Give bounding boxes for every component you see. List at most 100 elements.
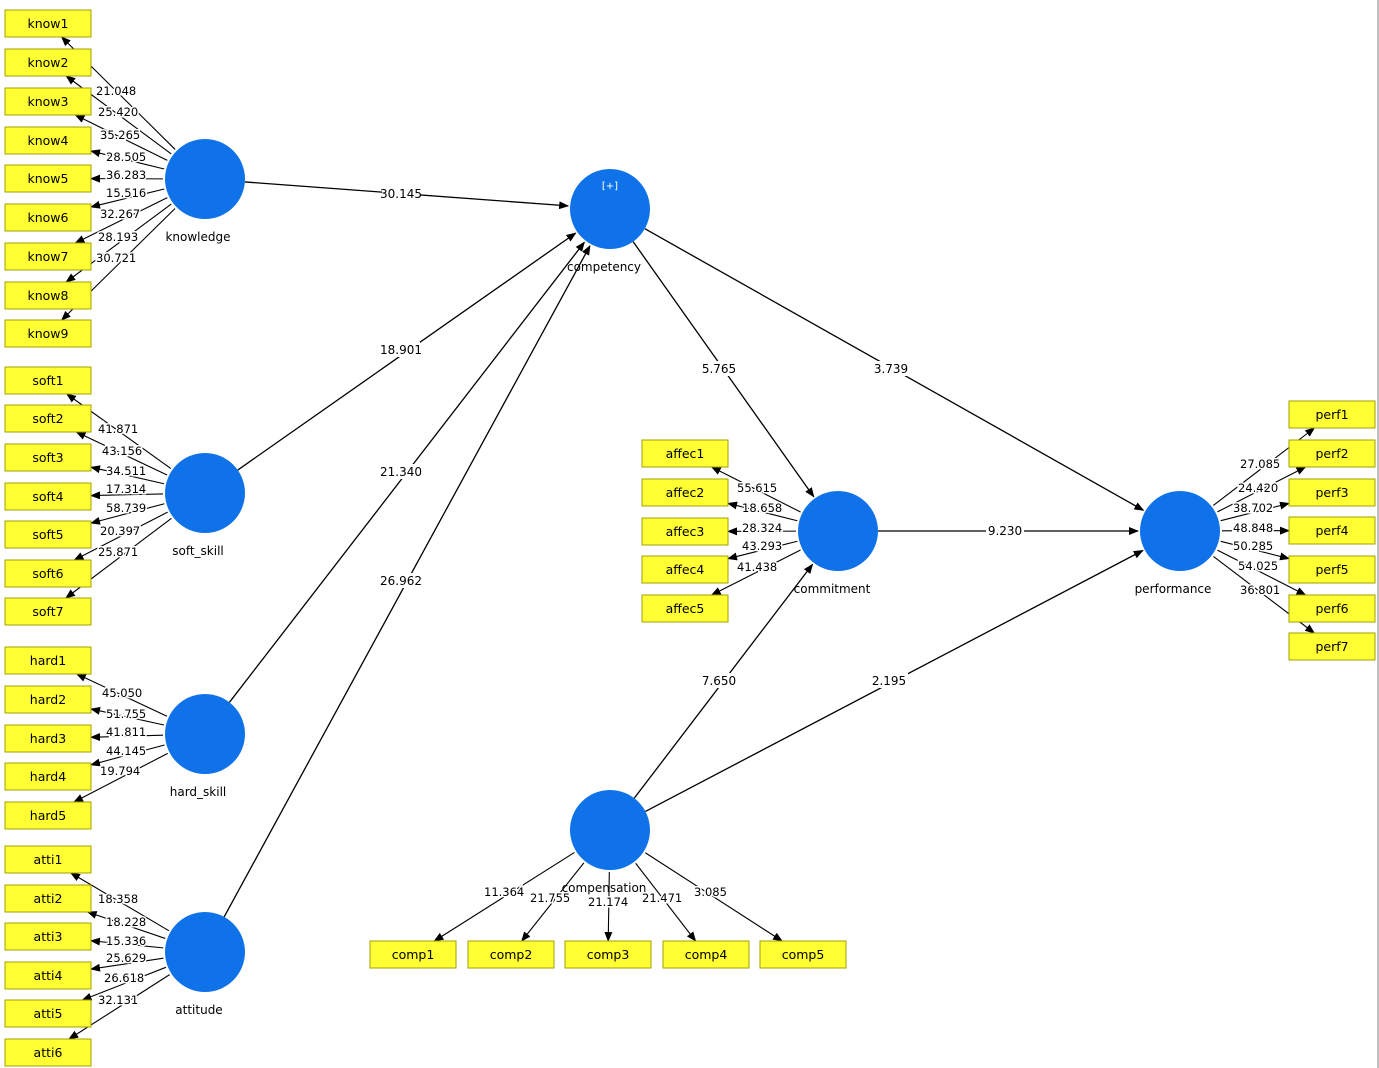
indicator-affec3[interactable]: affec3 [641,517,729,546]
indicator-perf6[interactable]: perf6 [1288,594,1376,623]
indicator-hard5[interactable]: hard5 [4,801,92,830]
indicator-box[interactable] [4,366,92,395]
construct-circle[interactable] [570,169,650,249]
indicator-atti6[interactable]: atti6 [4,1038,92,1067]
indicator-box[interactable] [4,48,92,77]
indicator-box[interactable] [4,1038,92,1067]
construct-hard_skill[interactable] [165,694,245,774]
indicator-box[interactable] [4,845,92,874]
indicator-box[interactable] [4,597,92,626]
indicator-box[interactable] [1288,516,1376,545]
indicator-box[interactable] [1288,400,1376,429]
indicator-box[interactable] [1288,478,1376,507]
indicator-atti3[interactable]: atti3 [4,922,92,951]
expand-badge[interactable]: [+] [602,181,618,192]
indicator-comp3[interactable]: comp3 [564,940,652,969]
construct-circle[interactable] [165,139,245,219]
indicator-soft5[interactable]: soft5 [4,520,92,549]
indicator-box[interactable] [4,724,92,753]
indicator-box[interactable] [4,164,92,193]
indicator-box[interactable] [4,126,92,155]
indicator-box[interactable] [4,520,92,549]
indicator-box[interactable] [662,940,750,969]
indicator-box[interactable] [641,517,729,546]
construct-circle[interactable] [165,453,245,533]
construct-circle[interactable] [1140,491,1220,571]
indicator-comp4[interactable]: comp4 [662,940,750,969]
construct-circle[interactable] [165,912,245,992]
indicator-know4[interactable]: know4 [4,126,92,155]
indicator-box[interactable] [4,646,92,675]
indicator-box[interactable] [4,961,92,990]
indicator-box[interactable] [641,439,729,468]
indicator-box[interactable] [4,242,92,271]
indicator-box[interactable] [1288,632,1376,661]
indicator-affec1[interactable]: affec1 [641,439,729,468]
indicator-know3[interactable]: know3 [4,87,92,116]
construct-commitment[interactable] [798,491,878,571]
indicator-know7[interactable]: know7 [4,242,92,271]
indicator-affec4[interactable]: affec4 [641,555,729,584]
construct-soft_skill[interactable] [165,453,245,533]
indicator-soft1[interactable]: soft1 [4,366,92,395]
indicator-comp5[interactable]: comp5 [759,940,847,969]
indicator-box[interactable] [369,940,457,969]
construct-knowledge[interactable] [165,139,245,219]
indicator-box[interactable] [4,404,92,433]
indicator-perf7[interactable]: perf7 [1288,632,1376,661]
indicator-soft3[interactable]: soft3 [4,443,92,472]
indicator-box[interactable] [4,319,92,348]
indicator-box[interactable] [4,443,92,472]
indicator-box[interactable] [4,685,92,714]
indicator-box[interactable] [4,801,92,830]
indicator-box[interactable] [4,762,92,791]
indicator-soft4[interactable]: soft4 [4,482,92,511]
indicator-atti4[interactable]: atti4 [4,961,92,990]
construct-performance[interactable] [1140,491,1220,571]
indicator-box[interactable] [1288,555,1376,584]
construct-circle[interactable] [570,790,650,870]
indicator-hard2[interactable]: hard2 [4,685,92,714]
indicator-know6[interactable]: know6 [4,203,92,232]
construct-attitude[interactable] [165,912,245,992]
indicator-box[interactable] [641,555,729,584]
indicator-hard1[interactable]: hard1 [4,646,92,675]
indicator-box[interactable] [4,9,92,38]
construct-circle[interactable] [798,491,878,571]
indicator-know1[interactable]: know1 [4,9,92,38]
indicator-atti1[interactable]: atti1 [4,845,92,874]
indicator-box[interactable] [4,559,92,588]
indicator-box[interactable] [4,203,92,232]
indicator-perf1[interactable]: perf1 [1288,400,1376,429]
indicator-soft7[interactable]: soft7 [4,597,92,626]
indicator-box[interactable] [4,281,92,310]
indicator-comp2[interactable]: comp2 [467,940,555,969]
indicator-know5[interactable]: know5 [4,164,92,193]
indicator-atti2[interactable]: atti2 [4,884,92,913]
indicator-perf5[interactable]: perf5 [1288,555,1376,584]
indicator-soft2[interactable]: soft2 [4,404,92,433]
indicator-hard4[interactable]: hard4 [4,762,92,791]
indicator-hard3[interactable]: hard3 [4,724,92,753]
indicator-know9[interactable]: know9 [4,319,92,348]
indicator-box[interactable] [1288,439,1376,468]
indicator-perf3[interactable]: perf3 [1288,478,1376,507]
indicator-affec5[interactable]: affec5 [641,594,729,623]
indicator-box[interactable] [759,940,847,969]
indicator-affec2[interactable]: affec2 [641,478,729,507]
indicator-know2[interactable]: know2 [4,48,92,77]
indicator-box[interactable] [467,940,555,969]
indicator-box[interactable] [641,478,729,507]
indicator-box[interactable] [641,594,729,623]
indicator-box[interactable] [1288,594,1376,623]
construct-competency[interactable]: [+] [570,169,650,249]
construct-circle[interactable] [165,694,245,774]
indicator-box[interactable] [4,482,92,511]
indicator-box[interactable] [564,940,652,969]
construct-compensation[interactable] [570,790,650,870]
indicator-know8[interactable]: know8 [4,281,92,310]
indicator-box[interactable] [4,87,92,116]
indicator-soft6[interactable]: soft6 [4,559,92,588]
indicator-perf4[interactable]: perf4 [1288,516,1376,545]
indicator-box[interactable] [4,922,92,951]
